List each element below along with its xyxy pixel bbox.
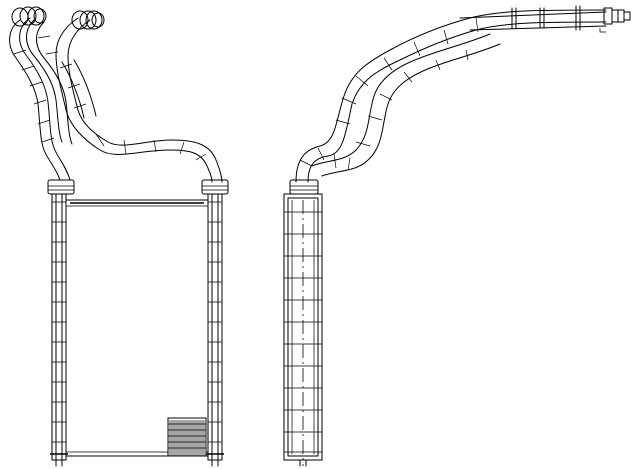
side-pipe-segment-marks bbox=[299, 17, 479, 171]
front-pipe-segment-marks bbox=[13, 35, 207, 161]
side-pipes bbox=[295, 9, 607, 183]
front-tank-collars bbox=[47, 179, 229, 195]
side-tank-collar bbox=[289, 179, 319, 195]
side-pipe-end-fittings bbox=[511, 5, 631, 33]
front-core bbox=[65, 199, 209, 457]
front-pipe-end-fittings bbox=[11, 6, 105, 30]
front-left-tank bbox=[50, 193, 68, 467]
front-left-pipe bbox=[9, 17, 73, 181]
front-right-tank bbox=[206, 193, 224, 467]
front-core-fin-pattern bbox=[167, 417, 207, 457]
side-tank bbox=[283, 193, 323, 467]
front-right-pipe bbox=[55, 17, 223, 183]
side-view bbox=[283, 5, 631, 467]
front-view bbox=[9, 6, 229, 467]
